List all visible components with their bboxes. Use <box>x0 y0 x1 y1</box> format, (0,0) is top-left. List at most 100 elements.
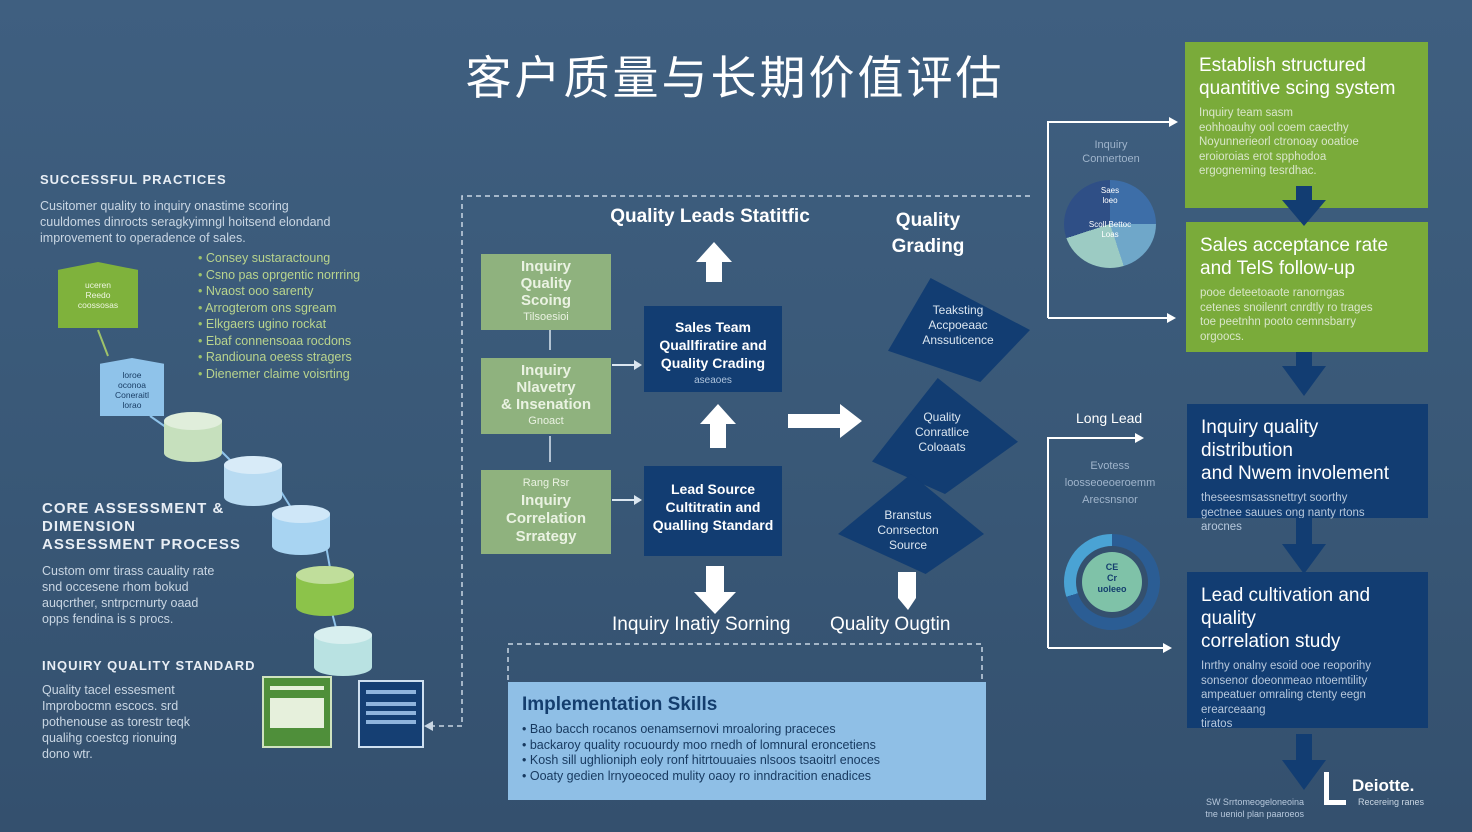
cylinder-1 <box>164 412 222 462</box>
list-item: Randiouna oeess stragers <box>198 349 428 366</box>
title-line: correlation study <box>1201 631 1341 652</box>
box-description: pooe deteetoaote ranorngas cetenes snoil… <box>1200 286 1414 344</box>
box-line: Sales Team <box>674 319 751 335</box>
cylinder-3 <box>272 505 330 555</box>
core-assessment-text: Custom omr tirass cauality rate snd occe… <box>42 563 272 627</box>
text-line: Cusitomer quality to inquiry onastime sc… <box>40 199 289 213</box>
implementation-title: Implementation Skills <box>522 694 718 715</box>
box-line: Inquiry <box>520 362 571 379</box>
box-line: Inquiry <box>520 258 571 275</box>
desc-line: gectnee sauues ong nanty rtons <box>1201 506 1365 519</box>
evotess-label: Evotess loosseoeoeroemm Arecsnsnor <box>1058 458 1162 509</box>
tag-line: coossosas <box>77 300 119 310</box>
cylinder-4 <box>296 566 354 616</box>
box-line: Correlation <box>505 510 586 527</box>
inquiry-standard-heading: INQUIRY QUALITY STANDARD <box>42 658 256 673</box>
box-subtitle: Tilsoesioi <box>523 311 569 323</box>
list-item: Ooaty gedien lrnyoeoced mulity oaoy ro i… <box>522 769 972 785</box>
title-line: Inquiry quality distribution <box>1201 417 1319 461</box>
list-item: Dienemer claime voisrting <box>198 366 428 383</box>
text-line: opps fendina is s procs. <box>42 612 174 626</box>
text-line: Quality tacel essesment <box>42 683 175 697</box>
box-description: Inrthy onalny esoid ooe reoporihy sonsen… <box>1201 659 1414 732</box>
brand-subtitle: Recereing ranes <box>1358 797 1425 807</box>
footnote-line: tne ueniol plan paaroeos <box>1205 809 1304 819</box>
tag-line: Reedo <box>85 290 111 300</box>
title-line: Establish structured <box>1199 55 1366 76</box>
heading-line: DIMENSION <box>42 518 137 535</box>
list-item: Elkgaers ugino rockat <box>198 316 428 333</box>
text-line: auqcrther, sntrpcrnurty oaad <box>42 596 199 610</box>
successful-practices-heading: SUCCESSFUL PRACTICES <box>40 172 227 187</box>
label-line: Evotess <box>1090 460 1130 472</box>
list-item: Nvaost ooo sarenty <box>198 283 428 300</box>
tag-line: uceren <box>85 280 111 290</box>
desc-line: eohhoauhy ool coem caecthy <box>1199 121 1349 134</box>
tag-line: oconoa <box>118 380 146 390</box>
quality-output-label: Quality Ougtin <box>830 614 951 635</box>
desc-line: arocnes <box>1201 521 1242 533</box>
diamond-line: Quality <box>923 410 961 424</box>
diamond-label-2: Quality Conratlice Coloaats <box>892 410 992 455</box>
desc-line: cetenes snoilenrt cnrdtly ro trages <box>1200 301 1373 314</box>
desc-line: ergogneming tesrdhac. <box>1199 165 1317 177</box>
box-line: Inquiry <box>520 492 571 509</box>
box-line: Quallfiratire and <box>659 337 767 353</box>
label-line: Quality <box>895 210 961 231</box>
label-line: Connertoen <box>1082 153 1140 165</box>
pie-label: Scoll Bettoc <box>1088 220 1132 229</box>
gauge-line: CE <box>1105 562 1119 572</box>
label-line: Arecsnsnor <box>1082 494 1138 506</box>
list-item: Bao bacch rocanos oenamsernovi mroalorin… <box>522 722 972 738</box>
pie-label: Saes <box>1100 186 1120 195</box>
pie-chart-graphic <box>1064 180 1156 268</box>
quality-leads-label: Quality Leads Statitfic <box>610 206 810 227</box>
text-line: cuuldomes dinrocts seragkyimngl hoitsend… <box>40 215 331 229</box>
list-item: Csno pas oprgentic norrring <box>198 267 428 284</box>
cylinder-2 <box>224 456 282 506</box>
gauge-center <box>1082 552 1142 612</box>
list-item: Kosh sill ughlioniph eoly ronf hitrtouua… <box>522 753 972 769</box>
box-line: Scoing <box>520 292 571 309</box>
box-subtitle: Gnoact <box>528 415 564 427</box>
brand-logo: Deiotte. <box>1352 776 1415 795</box>
diamond-line: Teaksting <box>932 303 984 317</box>
desc-line: eroioroias erot spphodoa <box>1199 150 1327 163</box>
box-line: & Insenation <box>500 396 591 413</box>
diamond-line: Coloaats <box>918 440 966 454</box>
list-item: backaroy quality rocuourdy moo rnedh of … <box>522 738 972 754</box>
gauge-text: CE Cr uoleeo <box>1082 562 1142 595</box>
diamond-line: Anssuticence <box>922 333 994 347</box>
diamond-line: Accpoeaac <box>928 318 988 332</box>
core-assessment-heading: CORE ASSESSMENT & DIMENSION ASSESSMENT P… <box>42 500 241 554</box>
desc-line: Noyunnerieorl ctronoay ooatioe <box>1199 136 1359 148</box>
title-line: and TelS follow-up <box>1200 258 1355 279</box>
cylinder-5 <box>314 626 372 676</box>
box-subtitle: Rang Rsr <box>522 477 570 489</box>
inquiry-sorting-label: Inquiry Inatiy Sorning <box>612 614 791 635</box>
desc-line: Inrthy onalny esoid ooe reoporihy <box>1201 660 1372 672</box>
diamond-label-3: Branstus Conrsecton Source <box>858 508 958 553</box>
successful-practices-text: Cusitomer quality to inquiry onastime sc… <box>40 198 420 246</box>
footnote-line: SW Srrtomeogeloneoina <box>1205 797 1304 807</box>
desc-line: Inquiry team sasm <box>1199 107 1293 119</box>
text-line: dono wtr. <box>42 747 93 761</box>
tag-line: loroe <box>122 370 142 380</box>
box-line: Quality Crading <box>660 355 766 371</box>
desc-line: toe peetnhn pooto cemnsbarry <box>1200 316 1356 328</box>
box-line: Quality <box>520 275 572 292</box>
tag-line: lorao <box>122 400 142 410</box>
list-item: Ebaf connensoaa rocdons <box>198 333 428 350</box>
list-item: Consey sustaractoung <box>198 250 428 267</box>
blue-tag-shape: loroe oconoa Coneraitl lorao <box>100 358 164 416</box>
document-thumbnail-blue <box>358 680 424 748</box>
